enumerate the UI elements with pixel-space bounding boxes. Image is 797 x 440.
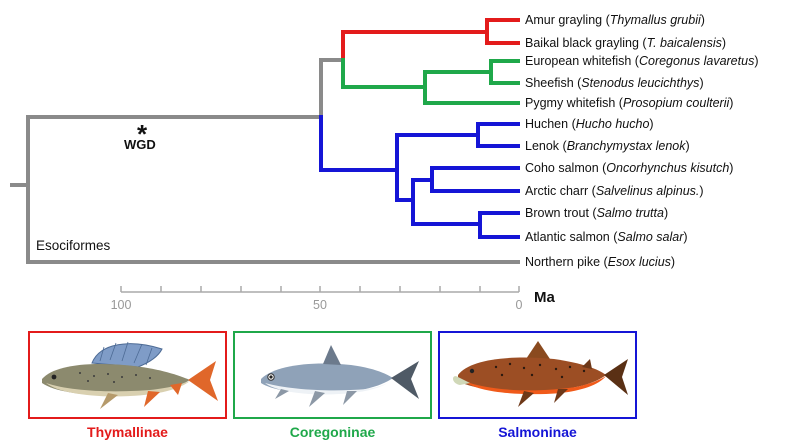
common-name: Amur grayling <box>525 13 602 27</box>
salmoninae-branches <box>321 117 518 237</box>
coregoninae-branches <box>343 60 518 103</box>
outgroup-label: Esociformes <box>36 238 110 253</box>
common-name: Atlantic salmon <box>525 230 610 244</box>
thymallinae-label: Thymallinae <box>28 424 227 440</box>
taxon-label: Baikal black grayling (T. baicalensis) <box>525 36 726 50</box>
common-name: European whitefish <box>525 54 631 68</box>
thymallinae-branches <box>343 20 518 60</box>
salmon-illustration <box>440 333 635 417</box>
scientific-name: Esox lucius <box>608 255 671 269</box>
scientific-name: Hucho hucho <box>576 117 650 131</box>
scientific-name: T. baicalensis <box>647 36 722 50</box>
taxon-label: Amur grayling (Thymallus grubii) <box>525 13 705 27</box>
common-name: Brown trout <box>525 206 589 220</box>
taxon-label: Atlantic salmon (Salmo salar) <box>525 230 688 244</box>
dorsal-fin-icon <box>323 345 341 365</box>
salmoninae-panel <box>438 331 637 419</box>
time-axis-ticks <box>121 286 519 292</box>
coregoninae-label: Coregoninae <box>233 424 432 440</box>
scientific-name: Thymallus grubii <box>610 13 701 27</box>
salmoninae-label: Salmoninae <box>438 424 637 440</box>
taxon-label: Lenok (Branchymystax lenok) <box>525 139 690 153</box>
scientific-name: Salmo salar <box>617 230 683 244</box>
taxon-label: European whitefish (Coregonus lavaretus) <box>525 54 759 68</box>
scientific-name: Stenodus leucichthys <box>581 76 699 90</box>
common-name: Arctic charr <box>525 184 588 198</box>
taxon-label: Huchen (Hucho hucho) <box>525 117 654 131</box>
scientific-name: Coregonus lavaretus <box>639 54 754 68</box>
common-name: Sheefish <box>525 76 574 90</box>
whitefish-illustration <box>235 333 430 417</box>
grayling-illustration <box>30 333 225 417</box>
axis-tick-label: 0 <box>516 298 523 312</box>
axis-unit-label: Ma <box>534 289 555 306</box>
scientific-name: Salmo trutta <box>597 206 664 220</box>
scientific-name: Salvelinus alpinus. <box>596 184 700 198</box>
taxon-label: Brown trout (Salmo trutta) <box>525 206 668 220</box>
taxon-label: Sheefish (Stenodus leucichthys) <box>525 76 704 90</box>
taxon-label: Coho salmon (Oncorhynchus kisutch) <box>525 161 733 175</box>
dorsal-fin-icon <box>92 344 162 367</box>
common-name: Lenok <box>525 139 559 153</box>
axis-tick-label: 100 <box>111 298 132 312</box>
taxon-label: Northern pike (Esox lucius) <box>525 255 675 269</box>
scientific-name: Oncorhynchus kisutch <box>606 161 729 175</box>
common-name: Baikal black grayling <box>525 36 639 50</box>
common-name: Huchen <box>525 117 568 131</box>
thymallinae-panel <box>28 331 227 419</box>
axis-tick-label: 50 <box>313 298 327 312</box>
wgd-label: WGD <box>124 137 156 152</box>
taxon-label: Pygmy whitefish (Prosopium coulterii) <box>525 96 733 110</box>
scientific-name: Prosopium coulterii <box>623 96 729 110</box>
common-name: Pygmy whitefish <box>525 96 615 110</box>
common-name: Northern pike <box>525 255 600 269</box>
dorsal-fin-icon <box>526 341 550 359</box>
coregoninae-panel <box>233 331 432 419</box>
common-name: Coho salmon <box>525 161 599 175</box>
taxon-label: Arctic charr (Salvelinus alpinus.) <box>525 184 704 198</box>
scientific-name: Branchymystax lenok <box>567 139 686 153</box>
